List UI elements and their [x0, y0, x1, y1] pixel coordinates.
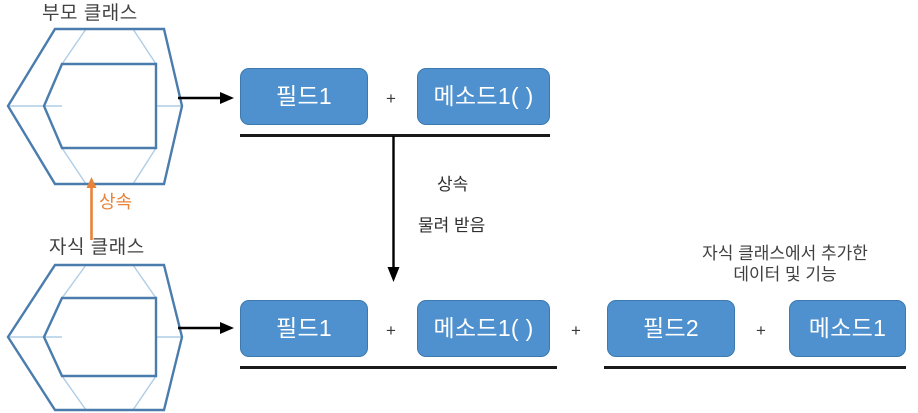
child-added-method-box[interactable]: 메소드1	[789, 300, 906, 357]
child-plus-separator-3: +	[756, 321, 766, 340]
parent-field-box[interactable]: 필드1	[240, 68, 368, 125]
child-plus-separator-1: +	[386, 321, 396, 340]
parent-method-box[interactable]: 메소드1( )	[417, 68, 550, 125]
middle-caption-handed-down: 물려 받음	[418, 216, 486, 235]
parent-members-arrow-right	[178, 90, 236, 106]
parent-class-title: 부모 클래스	[42, 3, 138, 24]
child-added-members-underline	[604, 366, 906, 369]
parent-members-underline	[240, 134, 550, 137]
child-members-arrow-right	[178, 320, 236, 336]
added-members-caption: 자식 클래스에서 추가한 데이터 및 기능	[660, 243, 910, 285]
added-members-caption-line1: 자식 클래스에서 추가한	[702, 244, 868, 263]
parent-class-hexagon-icon	[6, 26, 186, 191]
child-class-hexagon-icon	[6, 262, 186, 413]
child-inherited-field-box[interactable]: 필드1	[240, 300, 368, 357]
parent-plus-separator: +	[386, 89, 396, 108]
child-plus-separator-2: +	[571, 321, 581, 340]
child-inherited-method-box[interactable]: 메소드1( )	[417, 300, 550, 357]
child-added-field-box[interactable]: 필드2	[607, 300, 735, 357]
child-inherited-members-underline	[240, 366, 557, 369]
inheritance-flow-arrow-down	[386, 136, 402, 284]
middle-caption-inheritance: 상속	[437, 175, 469, 194]
inheritance-arrow-label: 상속	[99, 192, 133, 212]
added-members-caption-line2: 데이터 및 기능	[733, 265, 837, 284]
inheritance-arrow-up	[84, 176, 104, 242]
child-class-title: 자식 클래스	[49, 237, 145, 258]
